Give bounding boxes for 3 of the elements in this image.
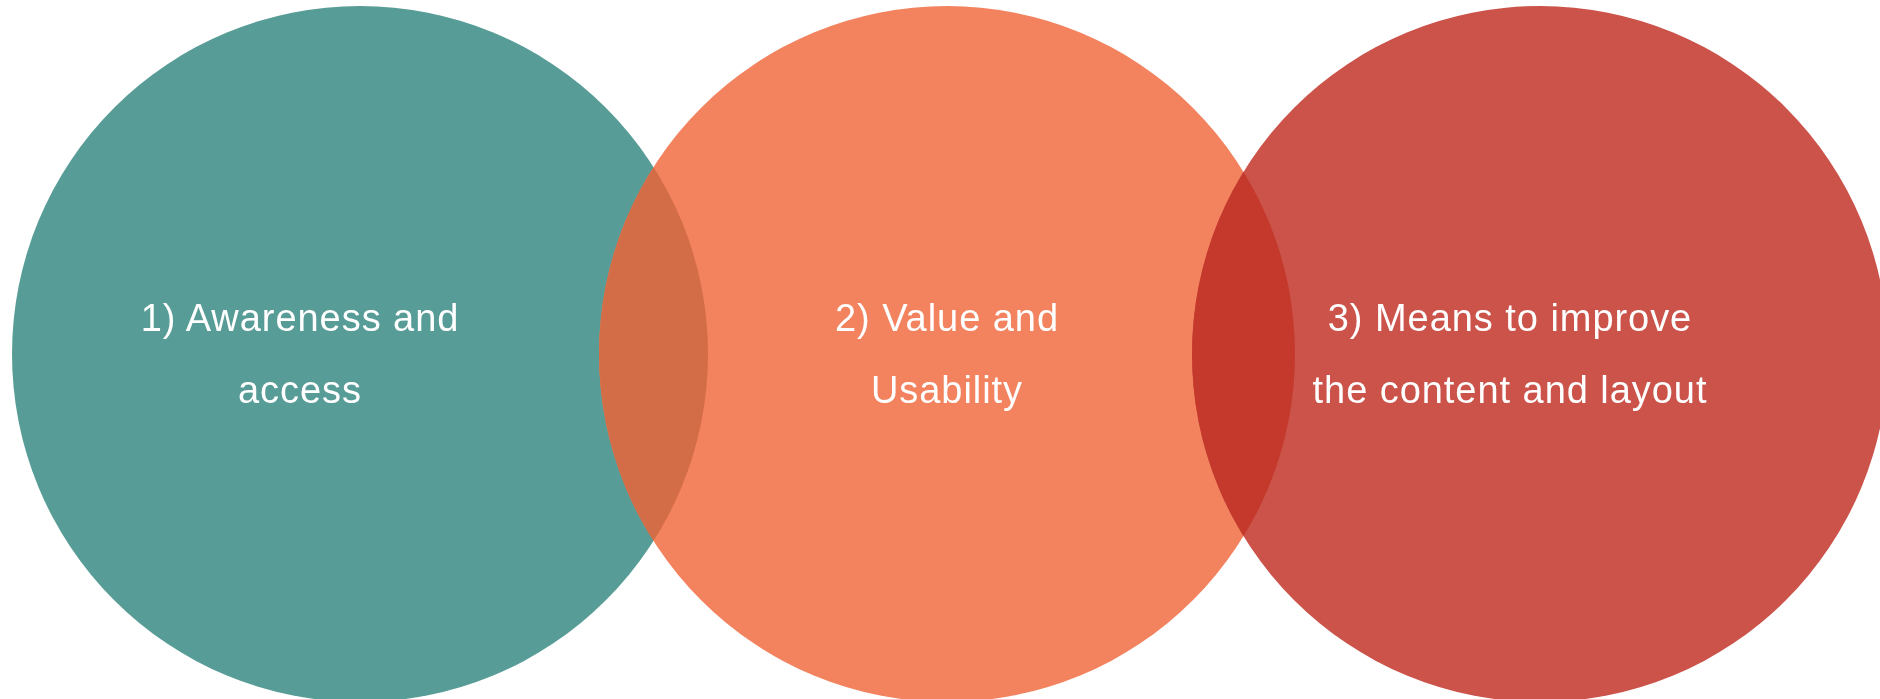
circle-label: 3) Means to improve the content and layout xyxy=(1311,296,1709,413)
circle-label: 2) Value and Usability xyxy=(833,296,1061,413)
circle-label: 1) Awareness and access xyxy=(139,296,461,413)
